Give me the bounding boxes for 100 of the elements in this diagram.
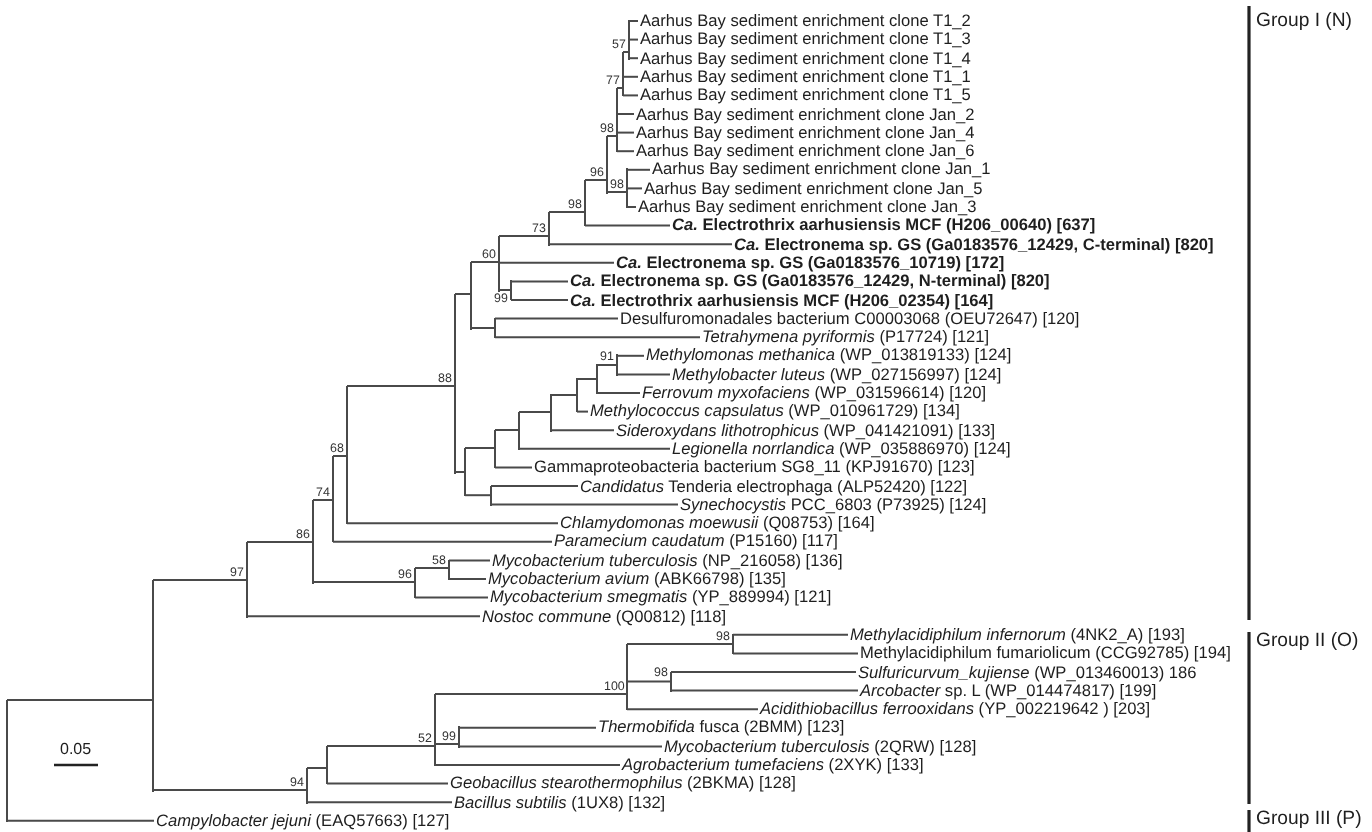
tree-branch xyxy=(616,150,635,153)
taxon-label: Tetrahymena pyriformis (P17724) [121] xyxy=(702,328,990,347)
tree-branch xyxy=(606,191,627,193)
tree-branch xyxy=(616,373,671,376)
tree-branch xyxy=(458,745,663,748)
tree-branch xyxy=(670,689,859,692)
tree-branch xyxy=(576,410,589,413)
taxon-label: Paramecium caudatum (P15160) [117] xyxy=(554,532,838,551)
tree-branch xyxy=(510,280,569,283)
tree-branch xyxy=(464,447,495,449)
tree-branch xyxy=(332,540,553,543)
taxon-label: Aarhus Bay sediment enrichment clone T1_5 xyxy=(640,86,971,105)
tree-branch xyxy=(626,168,651,171)
tree-branch xyxy=(470,327,495,329)
tree-branch xyxy=(622,94,639,97)
tree-branch xyxy=(498,261,615,264)
tree-branch xyxy=(498,289,511,291)
taxon-label: Nostoc commune (Q00812) [118] xyxy=(482,607,727,626)
tree-branch xyxy=(312,581,415,583)
tree-branch xyxy=(576,378,597,380)
tree-branch xyxy=(246,615,481,618)
tree-branch xyxy=(616,354,645,357)
group-label: Group III (P) xyxy=(1256,810,1362,832)
tree-branch xyxy=(448,559,491,562)
tree-branch xyxy=(550,429,615,432)
tree-branch xyxy=(548,211,585,213)
tree-branch xyxy=(494,336,701,339)
taxon-label: Aarhus Bay sediment enrichment clone Jan_2 xyxy=(636,105,975,123)
group-label: Group II (O) xyxy=(1256,632,1359,654)
taxon-label: Aarhus Bay sediment enrichment clone T1_2 xyxy=(640,12,971,30)
taxon-label: Ferrovum myxofaciens (WP_031596614) [120] xyxy=(642,384,987,402)
taxon-label: Aarhus Bay sediment enrichment clone T1_4 xyxy=(640,49,971,68)
tree-branch xyxy=(732,633,849,636)
tree-branch xyxy=(616,113,635,115)
taxon-label: Thermobifida fusca (2BMM) [123] xyxy=(598,718,845,737)
taxon-label: Legionella norrlandica (WP_035886970) [124] xyxy=(672,439,1011,458)
taxon-label: Mycobacterium tuberculosis (NP_216058) [136] xyxy=(492,551,843,570)
tree-branch xyxy=(448,578,487,580)
tree-branch xyxy=(510,299,569,301)
tree-branch xyxy=(346,385,455,387)
tree-branch xyxy=(616,87,623,89)
tree-branch xyxy=(584,224,671,227)
tree-branch xyxy=(622,75,639,78)
tree-branch xyxy=(518,447,671,450)
taxon-label: Ca. Electronema sp. GS (Ga0183576_10719) [172] xyxy=(616,253,1005,272)
taxon-label: Methylacidiphilum fumariolicum (CCG92785) [194] xyxy=(860,644,1231,663)
taxon-label: Aarhus Bay sediment enrichment clone Jan_1 xyxy=(652,160,991,179)
taxon-label: Aarhus Bay sediment enrichment clone Jan_6 xyxy=(636,142,975,161)
tree-branch xyxy=(434,693,627,695)
tree-branch xyxy=(434,743,459,745)
taxon-label: Agrobacterium tumefaciens (2XYK) [133] xyxy=(622,756,924,774)
taxon-label: Campylobacter jejuni (EAQ57663) [127] xyxy=(156,811,450,830)
scale-label: 0.05 xyxy=(60,740,92,758)
tree-branch xyxy=(6,699,153,701)
taxon-label: Sideroxydans lithotrophicus (WP_041421091) [133] xyxy=(616,421,996,440)
tree-branch xyxy=(490,503,679,506)
tree-branch xyxy=(494,466,533,469)
taxon-label: Acidithiobacillus ferrooxidans (YP_002219642 ) [203] xyxy=(760,700,1151,719)
tree-branch xyxy=(548,243,733,246)
tree-branch xyxy=(498,235,549,237)
tree-branch xyxy=(306,801,453,804)
taxon-label: Methylacidiphilum infernorum (4NK2_A) [193] xyxy=(850,625,1185,644)
tree-branch xyxy=(732,652,859,655)
tree-branch xyxy=(470,261,499,263)
tree-branch xyxy=(414,596,489,599)
taxon-label: Synechocystis PCC_6803 (P73925) [124] xyxy=(680,495,987,514)
tree-branch xyxy=(490,485,579,487)
taxon-label: Methylobacter luteus (WP_027156997) [124] xyxy=(672,365,1002,384)
tree-branch xyxy=(312,499,333,501)
tree-branch xyxy=(626,643,733,645)
taxon-label: Aarhus Bay sediment enrichment clone Jan_3 xyxy=(638,198,977,216)
tree-branch xyxy=(584,179,607,181)
tree-branch xyxy=(346,522,559,525)
tree-branch xyxy=(152,579,247,581)
tree-branch xyxy=(434,764,621,766)
tree-branch xyxy=(494,429,519,431)
tree-branch xyxy=(414,567,449,569)
taxon-label: Ca. Electrothrix aarhusiensis MCF (H206_00640) [637] xyxy=(672,216,1096,235)
tree-branch xyxy=(306,767,327,769)
taxon-label: Geobacillus stearothermophilus (2BKMA) [128] xyxy=(450,774,796,793)
tree-branch xyxy=(626,708,759,711)
tree-branch xyxy=(626,680,671,683)
tree-branch xyxy=(518,411,551,413)
tree-branch xyxy=(616,131,635,134)
tree-branch xyxy=(6,819,155,822)
tree-branch xyxy=(152,789,307,791)
tree-branch xyxy=(458,726,597,729)
taxon-label: Methylomonas methanica (WP_013819133) [124] xyxy=(646,346,1012,365)
taxon-label: Mycobacterium avium (ABK66798) [135] xyxy=(488,570,786,588)
tree-branch xyxy=(596,364,617,366)
taxon-label: Bacillus subtilis (1UX8) [132] xyxy=(454,793,666,812)
tree-branch xyxy=(606,135,617,137)
tree-branch xyxy=(626,187,643,190)
taxon-label: Gammaproteobacteria bacterium SG8_11 (KPJ91670) [123] xyxy=(534,458,975,477)
taxon-label: Mycobacterium tuberculosis (2QRW) [128] xyxy=(664,737,977,756)
taxon-label: Ca. Electronema sp. GS (Ga0183576_12429, C-terminal) [820] xyxy=(734,235,1214,254)
tree-branch xyxy=(454,293,471,295)
taxon-label: Aarhus Bay sediment enrichment clone Jan_4 xyxy=(636,123,975,142)
tree-branch xyxy=(622,51,629,53)
taxon-label: Aarhus Bay sediment enrichment clone T1_3 xyxy=(640,30,971,49)
